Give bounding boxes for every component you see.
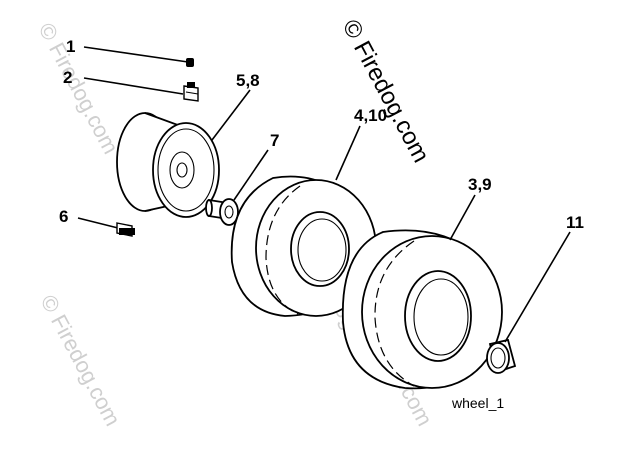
lug-bolt-part: [77, 217, 135, 237]
watermark-left-top: © Firedog.com: [34, 19, 124, 158]
front-tire-part: [230, 125, 377, 317]
rim-part: [116, 89, 251, 218]
bushing-part: [205, 149, 269, 226]
callout-11: 11: [566, 213, 584, 232]
watermark-left-bottom: © Firedog.com: [36, 291, 126, 430]
callout-5-8: 5,8: [236, 71, 260, 90]
callout-3-9: 3,9: [468, 175, 492, 194]
hub-cap-part: [486, 231, 571, 374]
callout-1: 1: [66, 37, 75, 56]
valve-cap-part: [83, 46, 194, 67]
callout-4-10: 4,10: [354, 106, 387, 125]
callout-2: 2: [63, 68, 72, 87]
diagram-caption: wheel_1: [451, 395, 504, 411]
callout-7: 7: [270, 131, 279, 150]
rear-tire-part: [341, 194, 503, 390]
callout-6: 6: [59, 207, 68, 226]
valve-stem-part: [83, 77, 199, 102]
